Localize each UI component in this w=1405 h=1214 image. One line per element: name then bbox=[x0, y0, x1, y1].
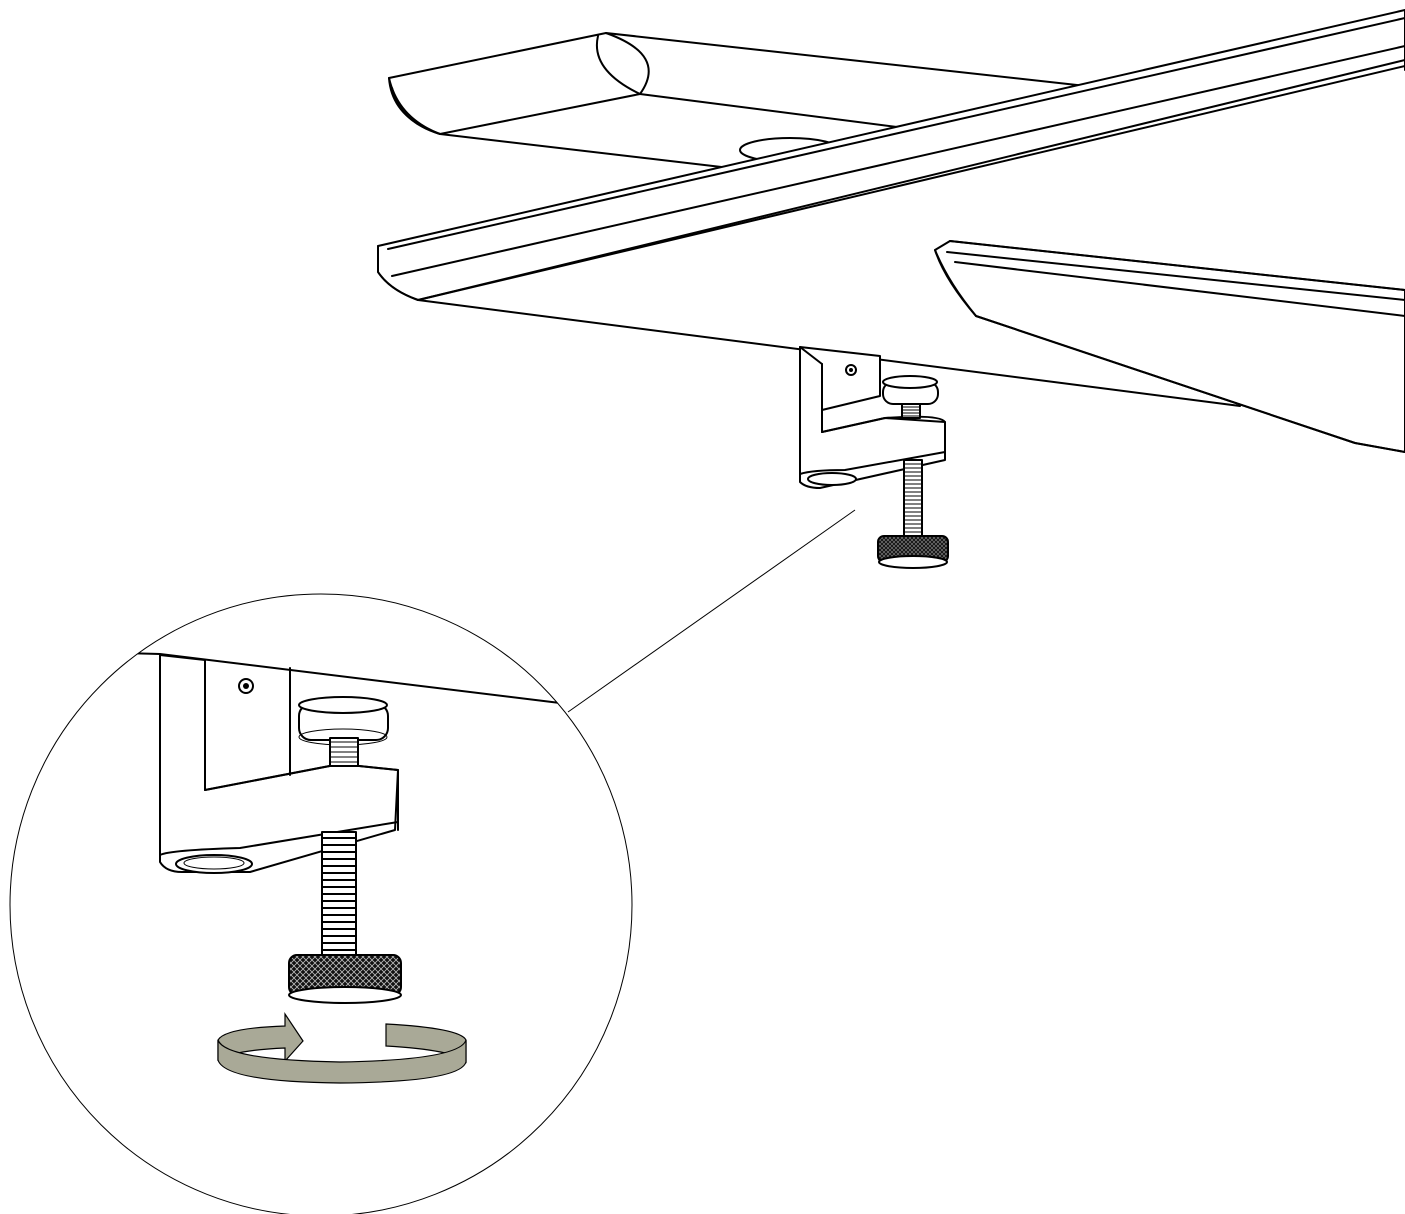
leveling-foot-assembly bbox=[799, 346, 949, 569]
side-rail bbox=[934, 240, 1405, 453]
bracket-magnified bbox=[159, 654, 399, 874]
rotation-arrow bbox=[217, 1012, 467, 1084]
callout-leader-line bbox=[567, 509, 856, 713]
knurled-knob-magnified bbox=[288, 954, 402, 1004]
pad-magnified bbox=[298, 696, 389, 767]
table-top bbox=[377, 9, 1405, 453]
top-rail bbox=[377, 9, 1405, 301]
detail-view bbox=[9, 593, 633, 1214]
threaded-rod-magnified bbox=[321, 831, 357, 959]
